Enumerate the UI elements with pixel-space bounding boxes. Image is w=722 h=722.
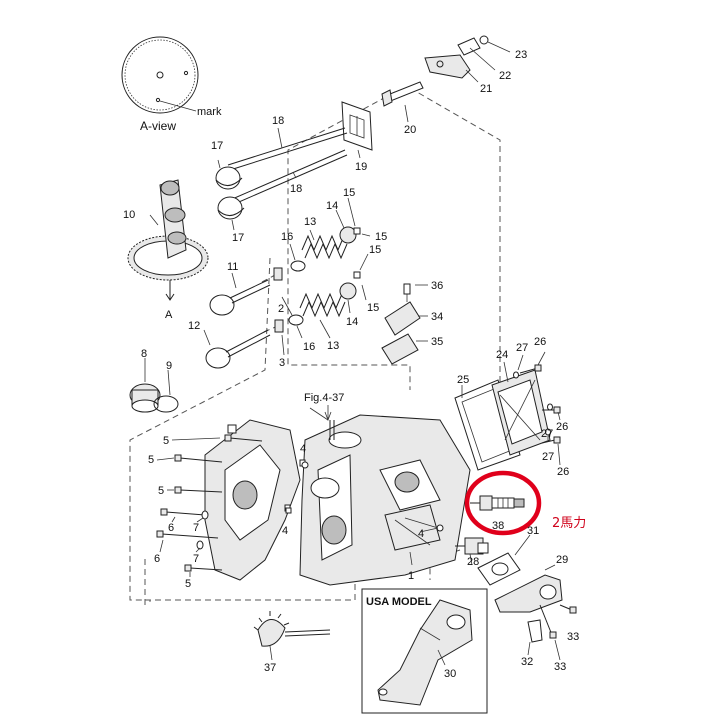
label-8: 8: [141, 348, 147, 360]
part-9-oring: [153, 369, 179, 413]
part-20-screw: [381, 81, 424, 123]
part-38-spark-plug: [470, 495, 525, 511]
label-34: 34: [431, 311, 443, 323]
label-29: 29: [556, 554, 568, 566]
label-28: 28: [467, 556, 479, 568]
part-29-bracket: [494, 564, 563, 639]
label-15d: 15: [367, 302, 379, 314]
assembly-boundaries: [129, 87, 501, 605]
part-34-35-36-covers: [381, 283, 428, 365]
label-6a: 6: [168, 522, 174, 534]
label-36: 36: [431, 280, 443, 292]
label-3: 3: [279, 357, 285, 369]
label-33a: 33: [567, 631, 579, 643]
label-25: 25: [457, 374, 469, 386]
label-31: 31: [527, 525, 539, 537]
part-11-valve: [209, 272, 271, 316]
crankcase-cover: [204, 419, 306, 581]
fig-reference: Fig.4-37: [304, 392, 344, 404]
label-38: 38: [492, 520, 504, 532]
part-28-fitting: [455, 537, 489, 566]
label-27a: 27: [516, 342, 528, 354]
label-1: 1: [408, 570, 414, 582]
part-37-governor: [253, 611, 331, 661]
label-10: 10: [123, 209, 135, 221]
label-4c: 4: [418, 528, 424, 540]
part-13-springs: [299, 229, 348, 339]
label-5b: 5: [148, 454, 154, 466]
part-17-tappets: [215, 159, 245, 231]
label-2: 2: [278, 303, 284, 315]
part-21-bracket: [424, 35, 511, 83]
label-5d: 5: [185, 578, 191, 590]
label-4b: 4: [282, 525, 288, 537]
label-5a: 5: [163, 435, 169, 447]
label-23: 23: [515, 49, 527, 61]
part-12-valve: [203, 329, 271, 369]
label-14a: 14: [326, 200, 338, 212]
label-16a: 16: [281, 231, 293, 243]
part-2-3-guides: [273, 267, 293, 356]
label-13a: 13: [304, 216, 316, 228]
part-1-cylinder-block: [299, 405, 471, 586]
label-26c: 26: [557, 466, 569, 478]
label-30: 30: [444, 668, 456, 680]
label-17a: 17: [211, 140, 223, 152]
label-7b: 7: [193, 553, 199, 565]
a-view-detail: mark A-view: [121, 36, 222, 133]
label-13b: 13: [327, 340, 339, 352]
label-leaders: [156, 351, 561, 577]
label-22: 22: [499, 70, 511, 82]
label-15a: 15: [343, 187, 355, 199]
label-27b: 27: [541, 428, 553, 440]
a-view-caption: A-view: [140, 119, 176, 133]
label-4a: 4: [300, 443, 306, 455]
part-15-keepers: [347, 197, 371, 301]
part-19-plate: [341, 101, 373, 159]
usa-model-label: USA MODEL: [366, 596, 432, 608]
part-26-27-fasteners: [513, 364, 561, 444]
label-19: 19: [355, 161, 367, 173]
label-32: 32: [521, 656, 533, 668]
label-7a: 7: [193, 522, 199, 534]
label-26b: 26: [556, 421, 568, 433]
label-33b: 33: [554, 661, 566, 673]
part-14-retainers: [335, 209, 357, 314]
label-5c: 5: [158, 485, 164, 497]
part-number-labels: 23 22 21 20 19 18 18 17 17 10 16 16 13 1…: [123, 49, 579, 680]
mark-label: mark: [197, 106, 222, 118]
label-12: 12: [188, 320, 200, 332]
label-21: 21: [480, 83, 492, 95]
usa-model-box: USA MODEL: [361, 588, 488, 714]
part-16-seals: [288, 243, 306, 339]
part-32-33-hardware: [527, 604, 577, 661]
label-18b: 18: [290, 183, 302, 195]
part-5-6-7-bolts: [156, 434, 263, 572]
section-marker-a: A: [165, 309, 173, 321]
spark-plug-highlight-circle: [464, 470, 542, 536]
label-9: 9: [166, 360, 172, 372]
horsepower-annotation: 2馬力: [552, 516, 586, 531]
part-10-camshaft: A: [127, 179, 209, 321]
label-16b: 16: [303, 341, 315, 353]
label-26a: 26: [534, 336, 546, 348]
label-14b: 14: [346, 316, 358, 328]
part-8-oil-cap: [129, 358, 161, 413]
label-37: 37: [264, 662, 276, 674]
part-18-pushrods: [227, 127, 348, 206]
label-35: 35: [431, 336, 443, 348]
part-31-gasket: [477, 534, 531, 586]
label-15c: 15: [369, 244, 381, 256]
label-24: 24: [496, 349, 508, 361]
label-18a: 18: [272, 115, 284, 127]
label-27c: 27: [542, 451, 554, 463]
label-6b: 6: [154, 553, 160, 565]
label-17b: 17: [232, 232, 244, 244]
label-11: 11: [227, 261, 238, 273]
label-20: 20: [404, 124, 416, 136]
label-15b: 15: [375, 231, 387, 243]
part-24-25-gaskets: [454, 361, 551, 471]
